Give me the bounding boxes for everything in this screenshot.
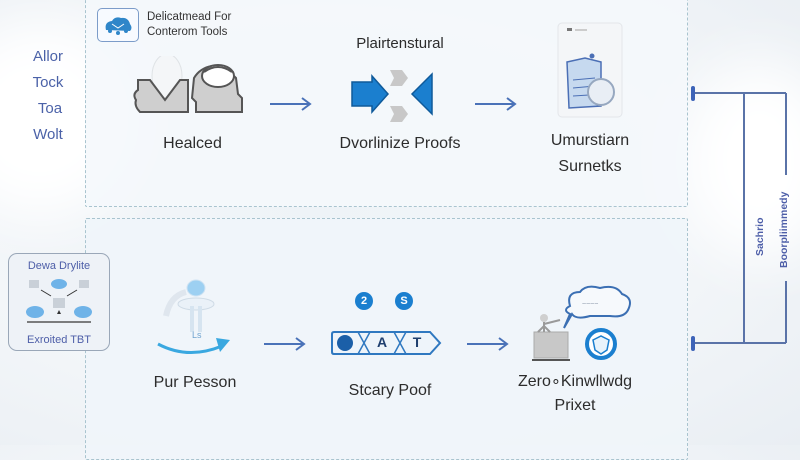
envelope-profile-icon: [133, 56, 243, 113]
token-chain-icon: [331, 331, 442, 355]
brand-line1: Delicatmead For: [147, 11, 232, 23]
bracket-label-outer: Boorpliimmedy: [778, 191, 790, 268]
svg-text:~~~~: ~~~~: [582, 301, 598, 308]
step-title: Plairtenstural: [356, 35, 444, 52]
side-label: Tock: [32, 74, 64, 91]
side-label: Allor: [32, 48, 63, 65]
bracket-connector: [691, 86, 787, 351]
chain-token: T: [412, 334, 422, 350]
cloud-network-icon: [97, 8, 139, 42]
step-label: Stcary Poof: [348, 382, 432, 399]
arrow-right-icon: [475, 97, 517, 111]
brand-header: Delicatmead For Conterom Tools: [97, 8, 231, 42]
step-label: Zero∘Kinwllwdg Prixet: [510, 370, 640, 418]
legend-title: Dewa Drylite: [27, 260, 91, 272]
arrow-right-icon: [270, 97, 312, 111]
side-label: Wolt: [33, 126, 63, 143]
laptop-shield-cloud-icon: ~~~~: [532, 285, 631, 361]
svg-text:Ls: Ls: [192, 330, 202, 340]
merge-arrows-icon: [351, 70, 433, 122]
step-badge: S: [395, 292, 413, 310]
bracket-label-inner: Sachrio: [754, 217, 766, 256]
legend-caption: Exroited TBT: [27, 334, 91, 346]
arrow-right-icon: [467, 337, 509, 351]
network-nodes-icon: [26, 279, 92, 323]
brand-line2: Conterom Tools: [147, 26, 228, 38]
step-label-line1: Umurstiarn: [550, 132, 630, 149]
step-label-line1: Zero∘Kinwllwdg: [517, 373, 633, 390]
document-search-icon: [557, 22, 623, 118]
arrow-right-icon: [264, 337, 306, 351]
step-label: Healced: [163, 135, 222, 152]
legend-box: Dewa Drylite Exroited TBT: [8, 253, 110, 351]
step-label: Pur Pesson: [153, 374, 237, 391]
step-badge: 2: [355, 292, 373, 310]
step-label-line2: Surnetks: [558, 158, 622, 175]
step-label-line2: Prixet: [554, 397, 596, 414]
person-rotate-icon: Ls: [157, 279, 230, 355]
side-label: Toa: [37, 100, 63, 117]
step-label: Dvorlinize Proofs: [339, 135, 461, 152]
step-label: Umurstiarn Surnetks: [535, 128, 645, 180]
chain-token: A: [376, 334, 388, 350]
